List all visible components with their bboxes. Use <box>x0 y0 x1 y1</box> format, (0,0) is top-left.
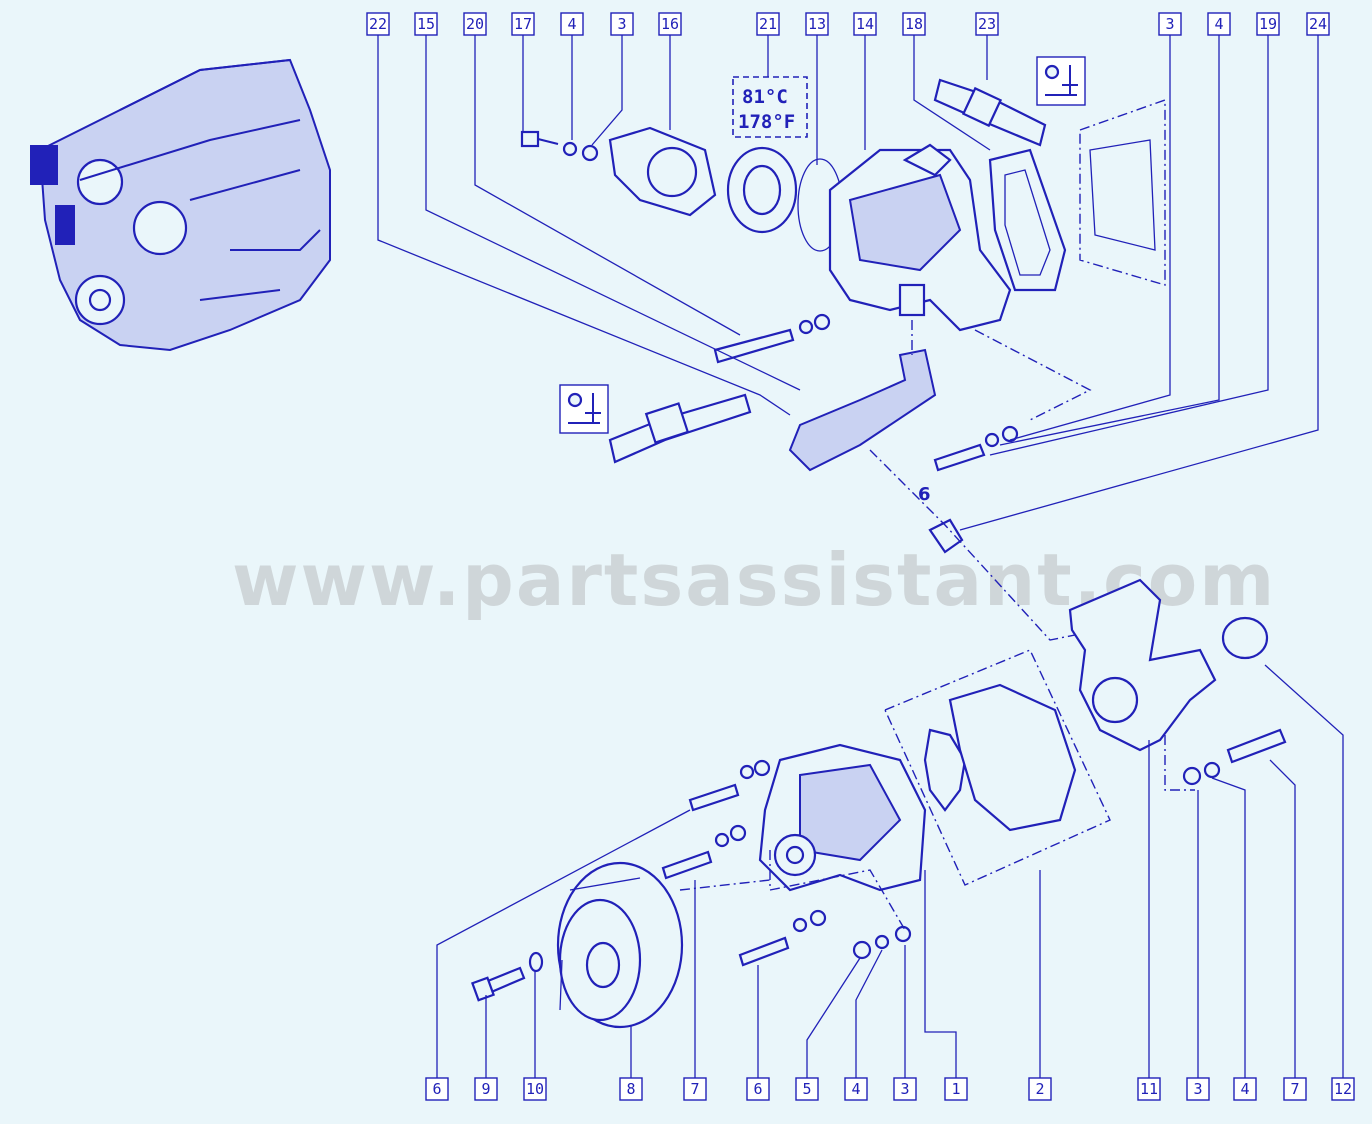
callout-label[interactable]: 11 <box>1140 1080 1158 1098</box>
callout-label[interactable]: 10 <box>526 1080 544 1098</box>
temperature-sensor-icon <box>1036 56 1086 106</box>
callout-label[interactable]: 4 <box>1240 1080 1249 1098</box>
callout-box[interactable] <box>805 12 829 36</box>
callout-label[interactable]: 17 <box>514 15 532 33</box>
pump-bolt-upper[interactable] <box>688 759 771 812</box>
bolt-20[interactable] <box>713 313 831 364</box>
pipe-bolt[interactable] <box>1182 728 1287 786</box>
cylinder-head-section <box>1079 99 1166 286</box>
callout-label[interactable]: 13 <box>808 15 826 33</box>
callout-box[interactable] <box>474 1077 498 1101</box>
callout-label[interactable]: 1 <box>951 1080 960 1098</box>
callout-box[interactable] <box>746 1077 770 1101</box>
housing-gasket[interactable] <box>988 148 1067 292</box>
callout-label[interactable]: 22 <box>369 15 387 33</box>
callout-box[interactable] <box>463 12 487 36</box>
callout-box[interactable] <box>1283 1077 1307 1101</box>
callout-label[interactable]: 7 <box>690 1080 699 1098</box>
callout-box[interactable] <box>1207 12 1231 36</box>
callout-box[interactable] <box>366 12 390 36</box>
callout-label[interactable]: 19 <box>1259 15 1277 33</box>
thermostat-cover[interactable] <box>608 126 717 217</box>
callout-label[interactable]: 4 <box>1214 15 1223 33</box>
callout-label[interactable]: 6 <box>753 1080 762 1098</box>
temp-celsius: 81°C <box>742 86 788 108</box>
callout-label[interactable]: 23 <box>978 15 996 33</box>
callout-box[interactable] <box>425 1077 449 1101</box>
coolant-pipe-housing[interactable] <box>1068 578 1269 752</box>
callout-label[interactable]: 21 <box>759 15 777 33</box>
callout-label[interactable]: 16 <box>661 15 679 33</box>
callout-box[interactable] <box>1256 12 1280 36</box>
temperature-sender-lower[interactable] <box>608 393 752 464</box>
callout-box[interactable] <box>902 12 926 36</box>
pump-bolt-middle[interactable] <box>661 824 747 880</box>
callout-box[interactable] <box>1233 1077 1257 1101</box>
callout-label[interactable]: 4 <box>851 1080 860 1098</box>
callout-box[interactable] <box>853 12 877 36</box>
bolt-17[interactable] <box>520 130 599 162</box>
callout-label[interactable]: 15 <box>417 15 435 33</box>
callout-box[interactable] <box>756 12 780 36</box>
callout-box[interactable] <box>944 1077 968 1101</box>
top-callouts: 22 15 20 17 4 3 16 21 13 14 18 23 3 4 19 24 <box>366 12 1330 36</box>
callout-label[interactable]: 9 <box>481 1080 490 1098</box>
pump-bolt-lower[interactable] <box>738 909 827 967</box>
callout-box[interactable] <box>683 1077 707 1101</box>
water-pump-pulley[interactable] <box>556 861 684 1029</box>
callout-box[interactable] <box>1028 1077 1052 1101</box>
callout-box[interactable] <box>844 1077 868 1101</box>
callout-label[interactable]: 3 <box>1193 1080 1202 1098</box>
callout-box[interactable] <box>610 12 634 36</box>
callout-box[interactable] <box>795 1077 819 1101</box>
callout-box[interactable] <box>1186 1077 1210 1101</box>
water-outlet-housing[interactable] <box>828 143 1012 332</box>
callout-box[interactable] <box>619 1077 643 1101</box>
thermostat[interactable] <box>726 146 843 252</box>
callout-box[interactable] <box>975 12 999 36</box>
callout-label[interactable]: 14 <box>856 15 874 33</box>
thermostat-temperature-label: 81°C 178°F <box>732 76 808 138</box>
callout-box[interactable] <box>560 12 584 36</box>
callout-box[interactable] <box>1158 12 1182 36</box>
temperature-sensor-icon <box>559 384 609 434</box>
temp-fahrenheit: 178°F <box>738 111 795 133</box>
water-pump-gaskets[interactable] <box>884 649 1111 886</box>
callout-label[interactable]: 12 <box>1334 1080 1352 1098</box>
callout-label[interactable]: 4 <box>567 15 576 33</box>
callout-label[interactable]: 5 <box>802 1080 811 1098</box>
callout-label[interactable]: 3 <box>1165 15 1174 33</box>
callout-box[interactable] <box>1331 1077 1355 1101</box>
callout-label[interactable]: 18 <box>905 15 923 33</box>
callout-label[interactable]: 8 <box>626 1080 635 1098</box>
callout-box[interactable] <box>1306 12 1330 36</box>
temperature-sender-upper[interactable] <box>933 78 1047 147</box>
pump-nut-washers[interactable] <box>852 925 912 960</box>
callout-label[interactable]: 24 <box>1309 15 1327 33</box>
leader-lines-bottom <box>436 664 1344 1078</box>
callout-box[interactable] <box>523 1077 547 1101</box>
callout-label[interactable]: 20 <box>466 15 484 33</box>
callout-label[interactable]: 2 <box>1035 1080 1044 1098</box>
callout-label[interactable]: 7 <box>1290 1080 1299 1098</box>
callout-label[interactable]: 3 <box>617 15 626 33</box>
callout-label[interactable]: 3 <box>900 1080 909 1098</box>
callout-box[interactable] <box>1137 1077 1161 1101</box>
pulley-bolt[interactable] <box>470 951 544 1002</box>
water-pump[interactable] <box>758 743 927 892</box>
callout-box[interactable] <box>414 12 438 36</box>
callout-box[interactable] <box>511 12 535 36</box>
callout-box[interactable] <box>658 12 682 36</box>
bolt-19[interactable] <box>933 425 1019 472</box>
callout-box[interactable] <box>893 1077 917 1101</box>
callout-label[interactable]: 6 <box>432 1080 441 1098</box>
coolant-hose[interactable] <box>788 348 937 472</box>
engine-thumbnail-icon[interactable] <box>30 58 331 352</box>
inline-callout-6: 6 <box>918 484 931 505</box>
